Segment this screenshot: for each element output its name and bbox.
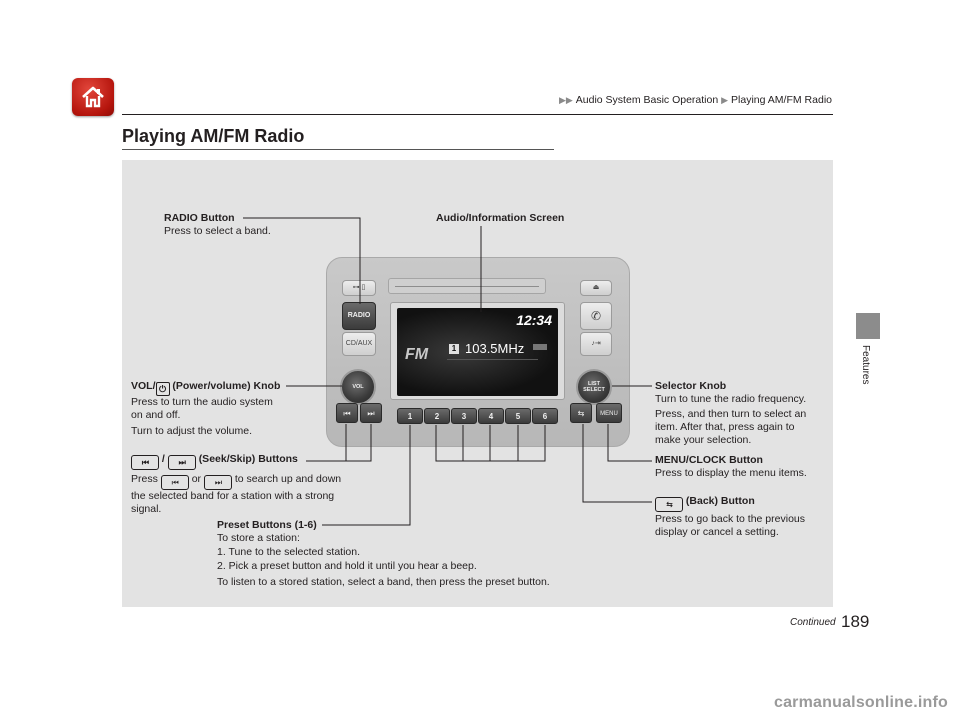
callout-text: Turn to adjust the volume. <box>131 425 253 437</box>
preset-button: 1 <box>397 408 423 424</box>
callout-screen: Audio/Information Screen <box>436 212 564 225</box>
page-title: Playing AM/FM Radio <box>122 126 305 146</box>
screen-band: FM <box>405 346 429 363</box>
phone-icon: ✆ <box>580 302 612 330</box>
back-icon: ⇆ <box>655 497 683 512</box>
callout-text: Turn to tune the radio frequency. <box>655 393 807 405</box>
screen-preset: 1 <box>449 344 459 354</box>
screen-clock: 12:34 <box>516 312 552 328</box>
selector-knob: LIST SELECT <box>576 369 612 405</box>
callout-heading: (Power/volume) Knob <box>169 380 281 392</box>
menu-clock-button: MENU <box>596 403 622 423</box>
page-number: 189 <box>841 612 870 631</box>
cd-aux-button: CD/AUX <box>342 332 376 356</box>
eject-icon: ⏏ <box>580 280 612 296</box>
preset-button: 2 <box>424 408 450 424</box>
music-icon: ♪⇥ <box>580 332 612 356</box>
callout-volume: VOL/⏻ (Power/volume) Knob Press to turn … <box>131 380 291 438</box>
continued-label: Continued <box>790 617 836 628</box>
section-tab[interactable] <box>856 313 880 339</box>
audio-screen: 12:34 FM 1 103.5MHz <box>397 308 558 396</box>
callout-heading: (Seek/Skip) Buttons <box>198 453 298 465</box>
callout-text: Press to select a band. <box>164 225 271 237</box>
callout-menu: MENU/CLOCK Button Press to display the m… <box>655 454 830 480</box>
power-icon: ⏻ <box>155 382 170 396</box>
screen-divider <box>447 359 538 360</box>
callout-heading: RADIO Button <box>164 212 235 224</box>
bluetooth-button: ⊶ ▯ <box>342 280 376 296</box>
breadcrumb: ▶▶Audio System Basic Operation ▶Playing … <box>559 94 832 106</box>
back-icon: ⇆ <box>570 403 592 423</box>
home-button[interactable] <box>72 78 114 116</box>
callout-text: 2. Pick a preset button and hold it unti… <box>217 560 477 572</box>
breadcrumb-arrow-icon: ▶▶ <box>558 95 573 105</box>
volume-knob: VOL <box>340 369 376 405</box>
callout-heading: Selector Knob <box>655 380 727 392</box>
title-rule <box>122 149 554 150</box>
callout-text: display or cancel a setting. <box>655 526 779 538</box>
callout-text: 1. Tune to the selected station. <box>217 546 361 558</box>
callout-text: To store a station: <box>217 532 300 544</box>
callout-text: make your selection. <box>655 434 752 446</box>
preset-button: 5 <box>505 408 531 424</box>
seek-back-icon: ⏮ <box>336 403 358 423</box>
header-rule <box>122 114 833 115</box>
callout-text: Press to go back to the previous <box>655 513 805 525</box>
callout-heading: Audio/Information Screen <box>436 212 565 224</box>
breadcrumb-arrow-icon: ▶ <box>721 95 729 105</box>
callout-radio: RADIO Button Press to select a band. <box>164 212 271 238</box>
breadcrumb-item[interactable]: Playing AM/FM Radio <box>731 94 832 106</box>
seek-forward-icon: ⏭ <box>360 403 382 423</box>
callout-selector: Selector Knob Turn to tune the radio fre… <box>655 380 830 447</box>
preset-button: 4 <box>478 408 504 424</box>
seek-forward-icon: ⏭ <box>203 475 232 490</box>
stereo-icon <box>533 344 547 350</box>
callout-heading: (Back) Button <box>685 495 755 507</box>
callout-text: Press to display the menu items. <box>655 467 807 479</box>
screen-frequency: 103.5MHz <box>465 341 525 356</box>
home-icon <box>82 86 104 108</box>
callout-text: the selected band for a station with a s… <box>131 490 335 502</box>
callout-text: To listen to a stored station, select a … <box>217 576 550 588</box>
selector-knob-label: LIST SELECT <box>583 381 605 393</box>
breadcrumb-item[interactable]: Audio System Basic Operation <box>575 94 719 106</box>
callout-presets: Preset Buttons (1-6) To store a station:… <box>217 519 597 589</box>
seek-forward-icon: ⏭ <box>167 455 196 470</box>
callout-heading: VOL/ <box>131 380 156 392</box>
callout-seek: ⏮ / ⏭ (Seek/Skip) Buttons Press ⏮ or ⏭ t… <box>131 453 371 516</box>
callout-text: or <box>191 473 202 485</box>
seek-back-icon: ⏮ <box>160 475 189 490</box>
watermark: carmanualsonline.info <box>773 694 948 711</box>
callout-text: on and off. <box>131 409 181 421</box>
callout-back: ⇆ (Back) Button Press to go back to the … <box>655 495 830 539</box>
callout-text: item. After that, press again to <box>655 421 795 433</box>
cd-slot <box>388 278 546 294</box>
callout-heading: Preset Buttons (1-6) <box>217 519 317 531</box>
callout-text: Press <box>131 473 158 485</box>
callout-text: to search up and down <box>234 473 342 485</box>
callout-text: Press, and then turn to select an <box>655 408 807 420</box>
radio-button: RADIO <box>342 302 376 330</box>
seek-back-icon: ⏮ <box>131 455 159 470</box>
preset-button: 6 <box>532 408 558 424</box>
callout-heading: MENU/CLOCK Button <box>655 454 763 466</box>
callout-text: Press to turn the audio system <box>131 396 273 408</box>
callout-text: signal. <box>131 503 162 515</box>
preset-button: 3 <box>451 408 477 424</box>
